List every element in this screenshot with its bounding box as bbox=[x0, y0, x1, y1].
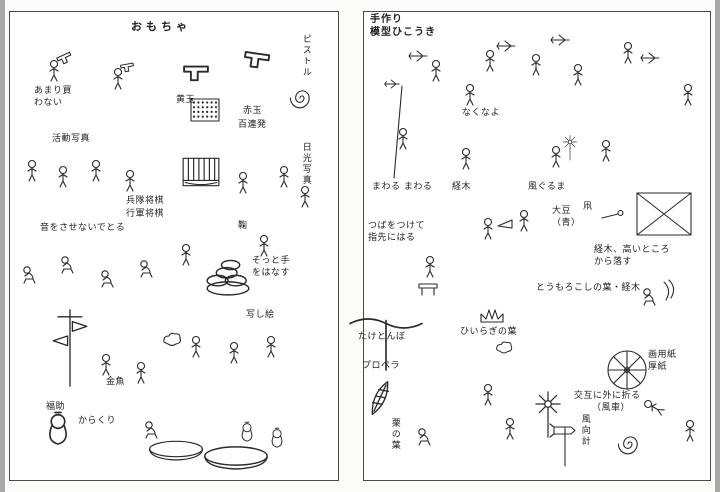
label-soldier-shogi: 兵隊将棋 bbox=[126, 196, 165, 206]
label-corn-leaf: とうもろこしの葉・経木 bbox=[536, 283, 641, 293]
toys-title: おもちゃ bbox=[131, 20, 191, 33]
label-kyougi: 経木 bbox=[452, 182, 472, 192]
label-fold-alternately: 交互に外に折る bbox=[574, 391, 641, 401]
label-gently-release: そっと手 をはなす bbox=[252, 256, 291, 278]
label-chestnut-leaf: 栗の葉 bbox=[389, 418, 400, 451]
label-dont-cry: なくなよ bbox=[462, 108, 501, 118]
handmade-title: 手作り 模型ひこうき bbox=[370, 14, 436, 38]
label-yellow-ball: 黄玉 bbox=[176, 95, 196, 105]
label-pinwheel: 風ぐるま bbox=[528, 182, 566, 192]
label-paper-cardboard: 画用紙 厚紙 bbox=[648, 350, 677, 372]
label-taketonbo: たけとんぼ bbox=[358, 332, 406, 342]
label-hundred-shots: 百連発 bbox=[238, 120, 267, 130]
label-moving-pictures: 活動写真 bbox=[52, 134, 91, 144]
scan-edge-left bbox=[0, 0, 5, 492]
label-buy-note: あまり買 わない bbox=[34, 86, 73, 108]
label-pistol: ピストル bbox=[300, 34, 311, 78]
toys-page-panel bbox=[9, 11, 339, 481]
label-spit-fingertip: つばをつけて 指先にはる bbox=[368, 221, 426, 243]
label-silent-take: 音をさせないでとる bbox=[40, 223, 126, 233]
label-soybean: 大豆 （青） bbox=[552, 206, 581, 228]
label-kite: 凧 bbox=[583, 202, 593, 212]
label-drop-from-high: 経木、高いところ から落す bbox=[594, 245, 671, 267]
label-march-shogi: 行軍将棋 bbox=[126, 209, 165, 219]
label-fold-alternately-sub: （風車） bbox=[592, 403, 631, 413]
label-holly-leaf: ひいらぎの葉 bbox=[460, 327, 518, 337]
label-propeller: プロペラ bbox=[362, 361, 401, 371]
label-spin-spin: まわる まわる bbox=[372, 182, 433, 192]
label-goldfish: 金魚 bbox=[106, 377, 126, 387]
label-karakuri: からくり bbox=[78, 416, 117, 426]
label-wind-vane: 風向計 bbox=[579, 414, 590, 447]
label-fukusuke: 福助 bbox=[46, 402, 66, 412]
label-utsushie: 写し絵 bbox=[246, 310, 275, 320]
label-sunlight-photo: 日光写真 bbox=[300, 142, 311, 186]
label-mari: 鞠 bbox=[238, 221, 248, 231]
scan-edge-right bbox=[715, 0, 720, 492]
label-red-ball: 赤玉 bbox=[243, 106, 263, 116]
